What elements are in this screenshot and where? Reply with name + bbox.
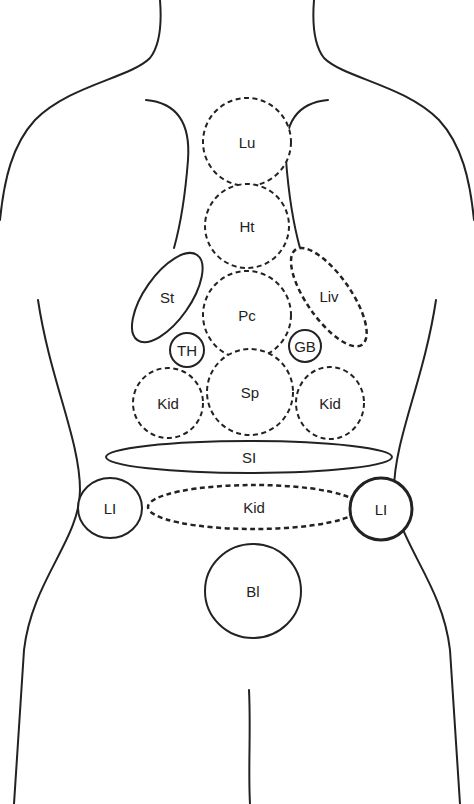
organ-zone: Pc bbox=[200, 268, 294, 362]
organ-label: St bbox=[160, 289, 174, 306]
neck-shoulder-right bbox=[313, 0, 474, 220]
zone-shape bbox=[203, 98, 291, 186]
organ-label: GB bbox=[294, 338, 316, 355]
organ-zone: Ht bbox=[202, 181, 292, 271]
organ-label: Pc bbox=[238, 307, 256, 324]
organ-label: Kid bbox=[319, 395, 341, 412]
neck-shoulder-left bbox=[0, 0, 161, 220]
organ-zone: Kid bbox=[145, 482, 363, 532]
organ-zone: TH bbox=[167, 330, 207, 370]
organ-label: Sp bbox=[241, 384, 259, 401]
zone-shape bbox=[296, 367, 364, 439]
organ-zone: SI bbox=[103, 438, 395, 476]
organ-label: Kid bbox=[243, 499, 265, 516]
organ-zone: Kid bbox=[130, 365, 206, 441]
zone-shape bbox=[207, 349, 293, 435]
organ-zone: GB bbox=[286, 327, 324, 365]
organ-label: Lu bbox=[239, 134, 256, 151]
organ-label: Kid bbox=[157, 395, 179, 412]
armpit-right bbox=[286, 100, 328, 248]
organ-zone: LI bbox=[75, 475, 145, 541]
organ-zone: Kid bbox=[293, 364, 367, 442]
torso-side-right bbox=[394, 300, 460, 804]
organ-zone: LI bbox=[347, 475, 415, 543]
organ-label: Bl bbox=[246, 583, 259, 600]
organ-label: Liv bbox=[319, 288, 338, 305]
zone-shape bbox=[203, 271, 291, 359]
organ-label: LI bbox=[375, 501, 388, 518]
gluteal-line bbox=[249, 690, 250, 804]
organ-label: TH bbox=[177, 342, 197, 359]
organ-label: Ht bbox=[240, 218, 255, 235]
zone-shape bbox=[350, 478, 412, 540]
organ-zone: Sp bbox=[204, 346, 296, 438]
zone-shape bbox=[78, 478, 142, 538]
organ-zone: Bl bbox=[202, 541, 304, 641]
zone-shape bbox=[133, 368, 203, 438]
zone-shape bbox=[289, 330, 321, 362]
zone-shape bbox=[170, 333, 204, 367]
zone-shape bbox=[106, 441, 392, 473]
organ-label: LI bbox=[104, 500, 117, 517]
organ-label: SI bbox=[242, 449, 256, 466]
organ-zone: St bbox=[129, 250, 206, 345]
zone-shape bbox=[205, 184, 289, 268]
zone-shape bbox=[148, 485, 360, 529]
armpit-left bbox=[146, 100, 188, 248]
zone-shape bbox=[205, 544, 301, 638]
zone-shape bbox=[118, 242, 215, 354]
torso-side-left bbox=[14, 300, 80, 804]
organ-zone: Lu bbox=[200, 95, 294, 189]
